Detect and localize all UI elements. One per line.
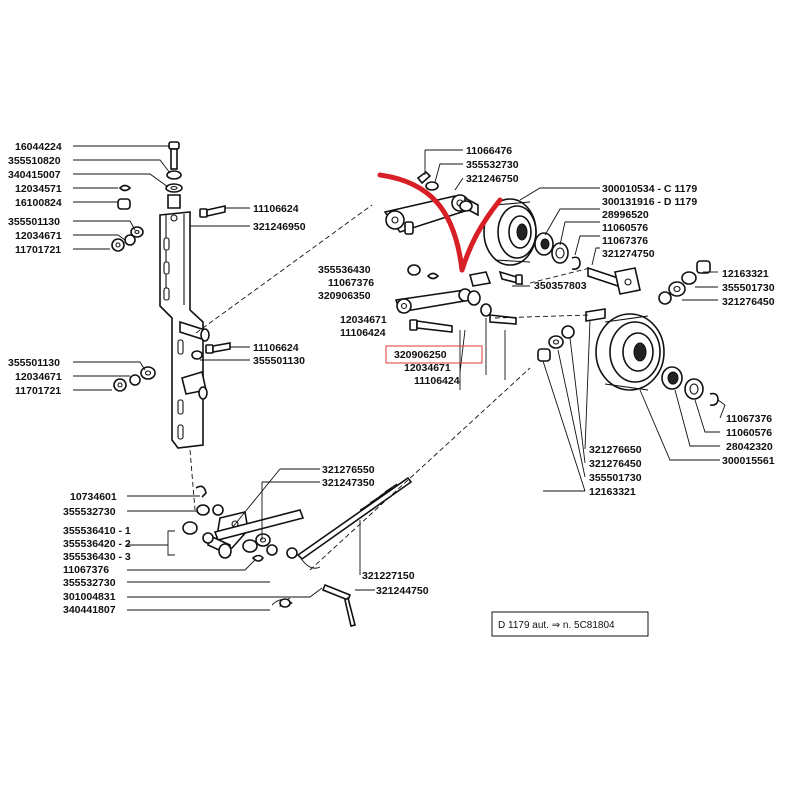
label-11060576-b: 11060576	[726, 427, 772, 439]
leader-lines	[73, 145, 726, 611]
label-11067376-d: 11067376	[63, 564, 109, 576]
label-321247350: 321247350	[322, 477, 375, 489]
label-12034671-c: 12034671	[340, 314, 387, 326]
label-12163321-b: 12163321	[589, 486, 636, 498]
lower-pins	[271, 583, 356, 627]
label-321227150: 321227150	[362, 570, 415, 582]
label-355532730-a: 355532730	[466, 159, 519, 171]
label-321276650: 321276650	[589, 444, 642, 456]
label-11066476: 11066476	[466, 145, 512, 157]
label-12163321-a: 12163321	[722, 268, 769, 280]
top-bolt-stack	[117, 141, 183, 210]
middle-parts	[394, 264, 524, 333]
lower-pulley	[595, 313, 665, 391]
assembly-dash-lines	[189, 204, 591, 571]
label-340415007: 340415007	[8, 169, 61, 181]
label-355536420: 355536420 - 2	[63, 538, 131, 550]
upper-pulley	[483, 198, 537, 266]
label-11701721-a: 11701721	[15, 244, 61, 256]
label-320906350: 320906350	[318, 290, 371, 302]
left-washer-set-upper	[111, 226, 144, 252]
note-box	[491, 611, 649, 637]
label-11067376-a: 11067376	[602, 235, 648, 247]
label-28042320: 28042320	[726, 441, 773, 453]
label-355532730-c: 355532730	[63, 577, 116, 589]
label-11067376-c: 11067376	[726, 413, 772, 425]
label-355501130-b: 355501130	[253, 355, 305, 367]
label-11060576-a: 11060576	[602, 222, 648, 234]
label-11106424-a: 11106424	[340, 327, 386, 339]
label-350357803: 350357803	[534, 280, 587, 292]
bracket-bolts	[191, 205, 231, 360]
right-upper-washers	[658, 260, 711, 305]
label-300010534: 300010534 - C 1179	[602, 183, 697, 195]
label-16044224: 16044224	[15, 141, 62, 153]
label-10734601: 10734601	[70, 491, 117, 503]
top-small-parts	[416, 170, 473, 212]
label-355501130-a: 355501130	[8, 216, 60, 228]
label-321276550: 321276550	[322, 464, 375, 476]
left-washer-set-lower	[113, 366, 156, 392]
label-321276450-a: 321276450	[722, 296, 775, 308]
label-12034671-a: 12034671	[15, 230, 62, 242]
label-355536430-b: 355536430 - 3	[63, 551, 131, 563]
label-321276450-b: 321276450	[589, 458, 642, 470]
pivot-bolt-321274750	[587, 266, 641, 295]
label-355501730-a: 355501730	[722, 282, 775, 294]
label-300015561: 300015561	[722, 455, 775, 467]
label-320906250: 320906250	[394, 349, 447, 361]
label-321246750: 321246750	[466, 173, 519, 185]
label-11067376-b: 11067376	[328, 277, 374, 289]
label-355501730-b: 355501730	[589, 472, 642, 484]
label-321246950: 321246950	[253, 221, 306, 233]
lower-spacer-set	[537, 308, 606, 362]
label-355501130-c: 355501130	[8, 357, 60, 369]
label-12034571: 12034571	[15, 183, 62, 195]
control-rod	[286, 476, 413, 569]
mounting-bracket	[159, 211, 210, 449]
label-321244750: 321244750	[376, 585, 429, 597]
upper-pulley-bearing	[534, 232, 581, 270]
red-highlight-arrow	[377, 172, 503, 273]
label-355532730-b: 355532730	[63, 506, 116, 518]
label-16100824: 16100824	[15, 197, 62, 209]
label-11106624-a: 11106624	[253, 203, 299, 215]
lower-pulley-bearing	[661, 366, 719, 406]
label-340441807: 340441807	[63, 604, 116, 616]
label-301004831: 301004831	[63, 591, 116, 603]
note-text: D 1179 aut. ⇒ n. 5C81804	[498, 620, 615, 631]
label-12034671-b: 12034671	[15, 371, 62, 383]
label-11106424-b: 11106424	[414, 375, 460, 387]
lower-washers	[182, 485, 278, 562]
part-labels: 16044224 355510820 340415007 12034571 16…	[8, 141, 775, 616]
label-321274750: 321274750	[602, 248, 655, 260]
label-11106624-b: 11106624	[253, 342, 299, 354]
highlight-box-320906250	[385, 345, 483, 364]
label-355536410: 355536410 - 1	[63, 525, 131, 537]
label-12034671-d: 12034671	[404, 362, 451, 374]
label-355536430: 355536430	[318, 264, 371, 276]
label-28996520: 28996520	[602, 209, 649, 221]
label-300131916: 300131916 - D 1179	[602, 196, 697, 208]
label-355510820: 355510820	[8, 155, 61, 167]
label-11701721-b: 11701721	[15, 385, 61, 397]
